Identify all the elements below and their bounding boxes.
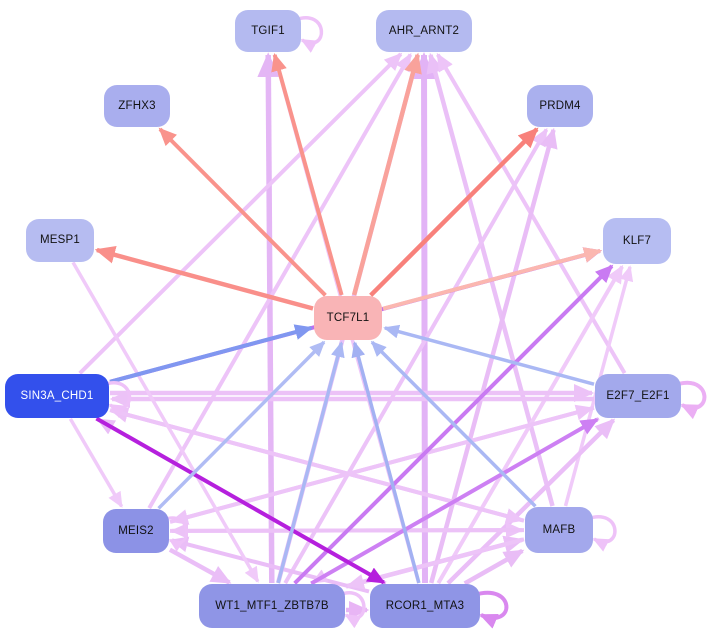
- edge-rcor1_mta3-tcf7l1: [351, 341, 421, 584]
- node-mesp1[interactable]: MESP1: [26, 218, 94, 262]
- node-wt1_mtf1_zbtb7b[interactable]: WT1_MTF1_ZBTB7B: [199, 584, 345, 628]
- node-label: SIN3A_CHD1: [20, 390, 94, 402]
- node-sin3a_chd1[interactable]: SIN3A_CHD1: [5, 374, 109, 418]
- node-klf7[interactable]: KLF7: [603, 218, 671, 264]
- self-loop-rcor1_mta3: [473, 590, 509, 629]
- node-tgif1[interactable]: TGIF1: [235, 10, 301, 52]
- node-label: MEIS2: [118, 525, 154, 537]
- edge-wt1_mtf1_zbtb7b-prdm4: [283, 127, 549, 585]
- self-loop-wt1_mtf1_zbtb7b: [338, 591, 366, 629]
- node-label: E2F7_E2F1: [606, 390, 670, 402]
- node-prdm4[interactable]: PRDM4: [527, 85, 593, 127]
- edge-rcor1_mta3-mafb: [463, 548, 525, 586]
- edge-tcf7l1-tgif1: [271, 52, 344, 296]
- node-label: RCOR1_MTA3: [385, 600, 465, 612]
- self-loop-meis2: [162, 516, 188, 552]
- node-ahr_arnt2[interactable]: AHR_ARNT2: [376, 10, 472, 52]
- node-zfhx3[interactable]: ZFHX3: [104, 85, 170, 127]
- edge-rcor1_mta3-ahr_arnt2: [412, 52, 437, 584]
- edge-tcf7l1-mesp1: [94, 246, 314, 311]
- node-label: PRDM4: [539, 100, 581, 112]
- node-label: ZFHX3: [118, 100, 156, 112]
- edge-e2f7_e2f1-tcf7l1: [383, 324, 595, 386]
- edge-mesp1-wt1_mtf1_zbtb7b: [71, 261, 260, 583]
- node-mafb[interactable]: MAFB: [525, 507, 593, 553]
- edge-rcor1_mta3-meis2: [169, 536, 370, 594]
- node-meis2[interactable]: MEIS2: [103, 509, 169, 553]
- node-label: TGIF1: [251, 25, 285, 37]
- edge-sin3a_chd1-tcf7l1: [109, 324, 314, 384]
- self-loop-mafb: [586, 515, 617, 552]
- edge-meis2-ahr_arnt2: [147, 52, 413, 510]
- node-tcf7l1[interactable]: TCF7L1: [314, 296, 382, 340]
- edge-tcf7l1-prdm4: [369, 127, 539, 297]
- edge-wt1_mtf1_zbtb7b-tcf7l1: [276, 341, 345, 584]
- edge-mafb-tcf7l1: [370, 340, 537, 508]
- edge-tcf7l1-klf7: [382, 247, 603, 311]
- self-loop-e2f7_e2f1: [674, 380, 707, 420]
- node-rcor1_mta3[interactable]: RCOR1_MTA3: [370, 584, 480, 628]
- edge-tcf7l1-ahr_arnt2: [351, 52, 422, 296]
- edge-wt1_mtf1_zbtb7b-e2f7_e2f1: [310, 417, 599, 586]
- node-label: MAFB: [542, 524, 576, 536]
- edge-meis2-wt1_mtf1_zbtb7b: [168, 547, 232, 585]
- node-label: TCF7L1: [326, 312, 370, 324]
- node-label: AHR_ARNT2: [388, 25, 460, 37]
- edge-meis2-tcf7l1: [157, 340, 326, 510]
- self-loop-sin3a_chd1: [102, 381, 132, 418]
- self-loop-tgif1: [294, 16, 324, 53]
- edge-sin3a_chd1-ahr_arnt2: [78, 52, 403, 375]
- node-e2f7_e2f1[interactable]: E2F7_E2F1: [595, 374, 681, 418]
- node-label: MESP1: [40, 234, 80, 246]
- edge-wt1_mtf1_zbtb7b-tgif1: [257, 52, 280, 584]
- node-label: KLF7: [622, 235, 652, 247]
- edge-sin3a_chd1-meis2: [68, 418, 124, 508]
- edge-tcf7l1-zfhx3: [158, 127, 327, 297]
- node-label: WT1_MTF1_ZBTB7B: [215, 600, 329, 612]
- edge-sin3a_chd1-rcor1_mta3: [95, 416, 386, 585]
